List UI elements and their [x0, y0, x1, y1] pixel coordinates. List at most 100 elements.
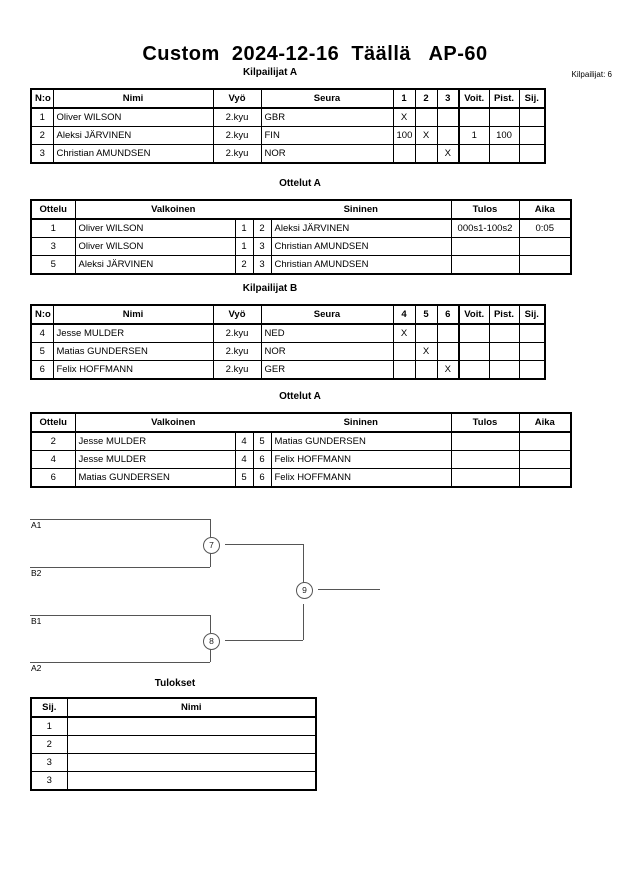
table-row: 1 Oliver WILSON 2.kyu GBR X	[30, 107, 546, 127]
cell-place: 1	[30, 716, 68, 736]
col-rank: Sij.	[518, 304, 546, 325]
cell-rank	[518, 323, 546, 343]
table-row: 5 Aleksi JÄRVINEN 2 3 Christian AMUNDSEN	[30, 255, 572, 275]
table-row: 4 Jesse MULDER 2.kyu NED X	[30, 323, 546, 343]
cell-result	[450, 468, 520, 488]
col-wins: Voit.	[458, 88, 490, 109]
bracket-slot-a1: A1	[31, 520, 42, 530]
table-row: 3 Oliver WILSON 1 3 Christian AMUNDSEN	[30, 237, 572, 256]
col-white: Valkoinen	[74, 199, 271, 220]
cell-points	[488, 342, 520, 361]
matches-b-table: Ottelu Valkoinen Sininen Tulos Aika 2 Je…	[30, 412, 572, 488]
cell-time	[518, 255, 572, 275]
col-m5: 5	[414, 304, 438, 325]
cell-m1: 100	[392, 126, 416, 145]
col-blue: Sininen	[271, 412, 452, 433]
cell-name: Matias GUNDERSEN	[52, 342, 214, 361]
cell-m4	[392, 360, 416, 380]
cell-match: 4	[30, 450, 76, 469]
cell-white-no: 1	[234, 237, 254, 256]
cell-belt: 2.kyu	[212, 126, 262, 145]
cell-no: 3	[30, 144, 54, 164]
pool-b-caption: Kilpailijat B	[242, 283, 298, 294]
matches-b-caption: Ottelut A	[279, 391, 321, 402]
bracket-node-8[interactable]: 8	[203, 633, 220, 650]
cell-no: 2	[30, 126, 54, 145]
cell-name: Aleksi JÄRVINEN	[52, 126, 214, 145]
cell-white-no: 4	[234, 450, 254, 469]
table-header-row: Ottelu Valkoinen Sininen Tulos Aika	[30, 412, 572, 433]
cell-result	[450, 450, 520, 469]
table-row: 4 Jesse MULDER 4 6 Felix HOFFMANN	[30, 450, 572, 469]
table-row: 2	[30, 735, 317, 754]
bracket-line-b2	[30, 567, 210, 568]
col-name: Nimi	[52, 304, 214, 325]
cell-result: 000s1-100s2	[450, 218, 520, 238]
cell-blue: Christian AMUNDSEN	[270, 237, 452, 256]
cell-m6	[436, 323, 460, 343]
col-no: N:o	[30, 304, 54, 325]
cell-belt: 2.kyu	[212, 323, 262, 343]
bracket-slot-b1: B1	[31, 616, 42, 626]
cell-wins: 1	[458, 126, 490, 145]
cell-wins	[458, 360, 490, 380]
cell-m3	[436, 107, 460, 127]
col-belt: Vyö	[212, 304, 262, 325]
table-row: 1 Oliver WILSON 1 2 Aleksi JÄRVINEN 000s…	[30, 218, 572, 238]
cell-match: 1	[30, 218, 76, 238]
cell-points	[488, 360, 520, 380]
cell-m4	[392, 342, 416, 361]
cell-white: Jesse MULDER	[74, 450, 236, 469]
cell-white: Oliver WILSON	[74, 218, 236, 238]
cell-name[interactable]	[66, 771, 317, 791]
bracket-line-node7-out	[225, 544, 303, 545]
col-m6: 6	[436, 304, 460, 325]
col-place: Sij.	[30, 697, 68, 718]
table-row: 6 Felix HOFFMANN 2.kyu GER X	[30, 360, 546, 380]
cell-blue-no: 6	[252, 468, 272, 488]
bracket-node-7[interactable]: 7	[203, 537, 220, 554]
cell-points	[488, 323, 520, 343]
cell-no: 5	[30, 342, 54, 361]
elimination-bracket: 7 8 9 A1 B2 B1 A2	[0, 505, 630, 675]
cell-name[interactable]	[66, 735, 317, 754]
cell-m2	[414, 144, 438, 164]
cell-no: 4	[30, 323, 54, 343]
cell-belt: 2.kyu	[212, 342, 262, 361]
cell-name[interactable]	[66, 716, 317, 736]
col-name: Nimi	[52, 88, 214, 109]
cell-white: Jesse MULDER	[74, 431, 236, 451]
cell-wins	[458, 107, 490, 127]
table-row: 6 Matias GUNDERSEN 5 6 Felix HOFFMANN	[30, 468, 572, 488]
cell-m5	[414, 360, 438, 380]
cell-name[interactable]	[66, 753, 317, 772]
cell-name: Jesse MULDER	[52, 323, 214, 343]
cell-blue-no: 3	[252, 255, 272, 275]
pool-a-caption: Kilpailijat A	[242, 67, 298, 78]
bracket-line-final-upper	[303, 544, 304, 589]
cell-place: 3	[30, 753, 68, 772]
col-result: Tulos	[450, 412, 520, 433]
cell-match: 2	[30, 431, 76, 451]
table-row: 2 Jesse MULDER 4 5 Matias GUNDERSEN	[30, 431, 572, 451]
bracket-slot-b2: B2	[31, 568, 42, 578]
cell-m5: X	[414, 342, 438, 361]
bracket-line-a1	[30, 519, 210, 520]
cell-blue: Felix HOFFMANN	[270, 468, 452, 488]
col-blue: Sininen	[271, 199, 452, 220]
col-m1: 1	[392, 88, 416, 109]
table-row: 5 Matias GUNDERSEN 2.kyu NOR X	[30, 342, 546, 361]
cell-blue-no: 3	[252, 237, 272, 256]
entrants-count: Kilpailijat: 6	[571, 70, 612, 79]
cell-no: 6	[30, 360, 54, 380]
cell-white-no: 4	[234, 431, 254, 451]
col-name: Nimi	[66, 697, 317, 718]
cell-belt: 2.kyu	[212, 360, 262, 380]
bracket-node-9[interactable]: 9	[296, 582, 313, 599]
bracket-line-node8-out	[225, 640, 303, 641]
col-rank: Sij.	[518, 88, 546, 109]
matches-a-table: Ottelu Valkoinen Sininen Tulos Aika 1 Ol…	[30, 199, 572, 275]
cell-m3: X	[436, 144, 460, 164]
col-m4: 4	[392, 304, 416, 325]
cell-m4: X	[392, 323, 416, 343]
